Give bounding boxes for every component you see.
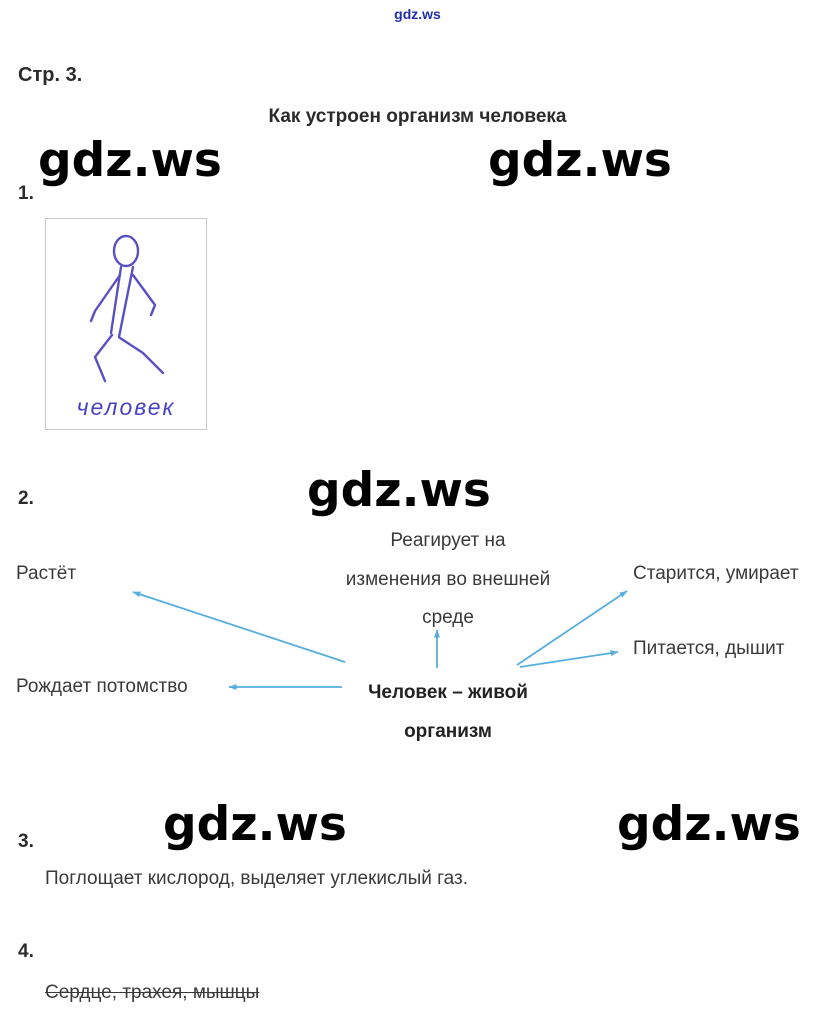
diagram-node-top-line2: изменения во внешней xyxy=(345,568,551,590)
arrow-to-right-bottom xyxy=(519,650,619,668)
diagram-node-left-top: Растёт xyxy=(16,563,77,584)
page-number-label: Стр. 3. xyxy=(18,64,83,86)
site-watermark-top: gdz.ws xyxy=(394,6,441,22)
figure-frame: человек xyxy=(45,218,207,430)
page-title: Как устроен организм человека xyxy=(268,106,567,127)
diagram-center-line1: Человек – живой xyxy=(368,682,528,703)
diagram-node-right-top: Старится, умирает xyxy=(633,563,799,584)
task3-answer: Поглощает кислород, выделяет углекислый … xyxy=(45,868,469,889)
watermark-row2-right: gdz.ws xyxy=(617,797,801,852)
task4-number: 4. xyxy=(18,941,34,962)
diagram-node-top-line1: Реагирует на xyxy=(390,530,506,551)
diagram-node-right-bottom: Питается, дышит xyxy=(633,638,785,659)
diagram-node-top: Реагирует на изменения во внешней среде xyxy=(328,522,568,638)
arrow-to-left-top xyxy=(132,591,346,663)
diagram-center-line2: организм xyxy=(404,720,492,742)
watermark-row1-left: gdz.ws xyxy=(38,133,222,188)
watermark-row1-right: gdz.ws xyxy=(488,133,672,188)
task3-number: 3. xyxy=(18,831,34,852)
diagram-node-top-line3: среде xyxy=(422,607,474,628)
figure-caption: человек xyxy=(76,394,176,420)
task4-answer-struck: Сердце, трахея, мышцы xyxy=(45,982,260,1003)
task1-number: 1. xyxy=(18,183,34,204)
watermark-row2-left: gdz.ws xyxy=(163,797,347,852)
watermark-task2: gdz.ws xyxy=(307,463,491,518)
task2-number: 2. xyxy=(18,488,34,509)
diagram-center-node: Человек – живой организм xyxy=(328,674,568,751)
diagram-node-left-bottom: Рождает потомство xyxy=(16,676,188,697)
human-figure-drawing-icon xyxy=(89,234,165,383)
